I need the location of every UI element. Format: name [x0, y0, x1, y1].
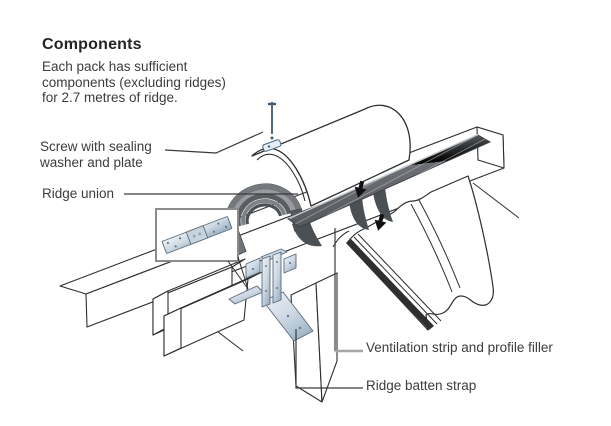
down-arrow-icon — [374, 213, 387, 231]
leader-lines — [124, 131, 363, 389]
tile-interlock-edge — [346, 233, 442, 330]
label-screw-line-2: washer and plate — [40, 155, 143, 170]
intro-text: Each pack has sufficient components (exc… — [42, 59, 226, 106]
ventilation-strip — [286, 133, 492, 247]
label-screw-with-sealing-washer: Screw with sealing washer and plate — [40, 139, 152, 171]
screw-with-washer — [262, 102, 282, 152]
intro-line-3: for 2.7 metres of ridge. — [42, 90, 178, 105]
intro-line-1: Each pack has sufficient — [42, 59, 188, 74]
label-screw-line-1: Screw with sealing — [40, 139, 152, 154]
label-ventilation-strip: Ventilation strip and profile filler — [366, 340, 553, 355]
label-ridge-batten-strap: Ridge batten strap — [366, 378, 477, 393]
label-ridge-union: Ridge union — [42, 186, 115, 201]
ridge-batten-strap-installed — [228, 248, 314, 342]
section-title: Components — [42, 36, 142, 53]
batten-strap-inset — [155, 208, 249, 290]
roof-tile — [332, 175, 520, 331]
intro-line-2: components (excluding ridges) — [42, 74, 226, 90]
down-arrow-icon — [354, 180, 367, 198]
